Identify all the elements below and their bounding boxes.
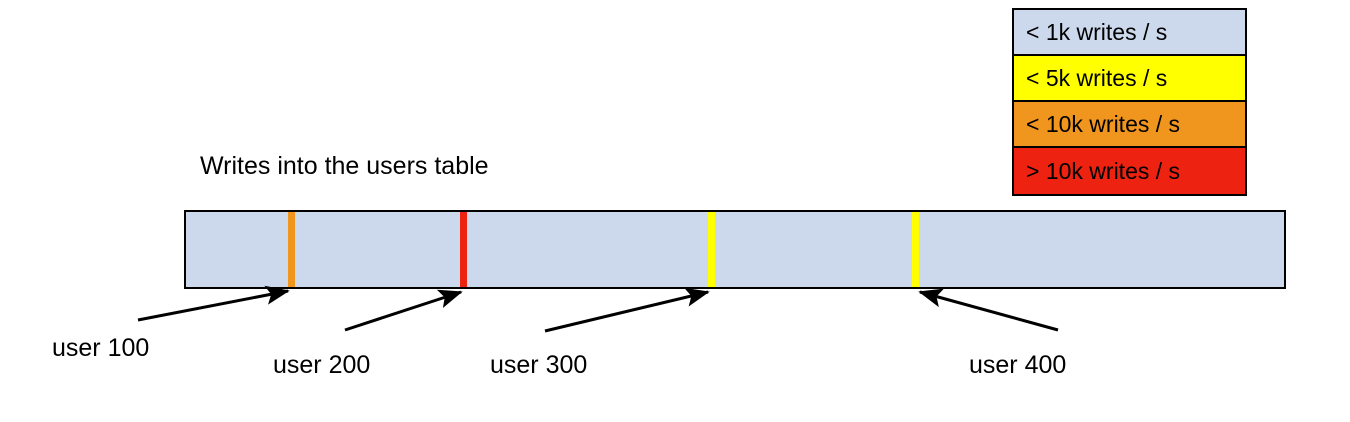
legend-label-over-10k: > 10k writes / s — [1026, 157, 1181, 184]
arrow-user-300 — [544, 287, 710, 333]
callout-label-user-200: user 200 — [273, 351, 371, 379]
legend-row-under-5k: < 5k writes / s — [1014, 56, 1245, 102]
chart-title: Writes into the users table — [200, 152, 489, 180]
arrow-user-100 — [137, 285, 290, 322]
legend-label-under-10k: < 10k writes / s — [1026, 110, 1181, 137]
legend-row-under-1k: < 1k writes / s — [1014, 10, 1245, 56]
legend-label-under-5k: < 5k writes / s — [1026, 64, 1168, 91]
users-table-bar — [184, 210, 1286, 289]
arrow-user-200 — [344, 289, 463, 332]
marker-user-200 — [460, 212, 467, 287]
marker-user-300 — [708, 212, 715, 287]
marker-user-100 — [288, 212, 295, 287]
callout-label-user-100: user 100 — [52, 334, 150, 362]
legend: < 1k writes / s < 5k writes / s < 10k wr… — [1012, 8, 1247, 196]
legend-row-over-10k: > 10k writes / s — [1014, 148, 1245, 194]
callout-label-user-300: user 300 — [490, 351, 588, 379]
arrow-user-400 — [918, 288, 1059, 332]
callout-label-user-400: user 400 — [969, 351, 1067, 379]
legend-row-under-10k: < 10k writes / s — [1014, 102, 1245, 148]
legend-label-under-1k: < 1k writes / s — [1026, 18, 1168, 45]
marker-user-400 — [912, 212, 919, 287]
